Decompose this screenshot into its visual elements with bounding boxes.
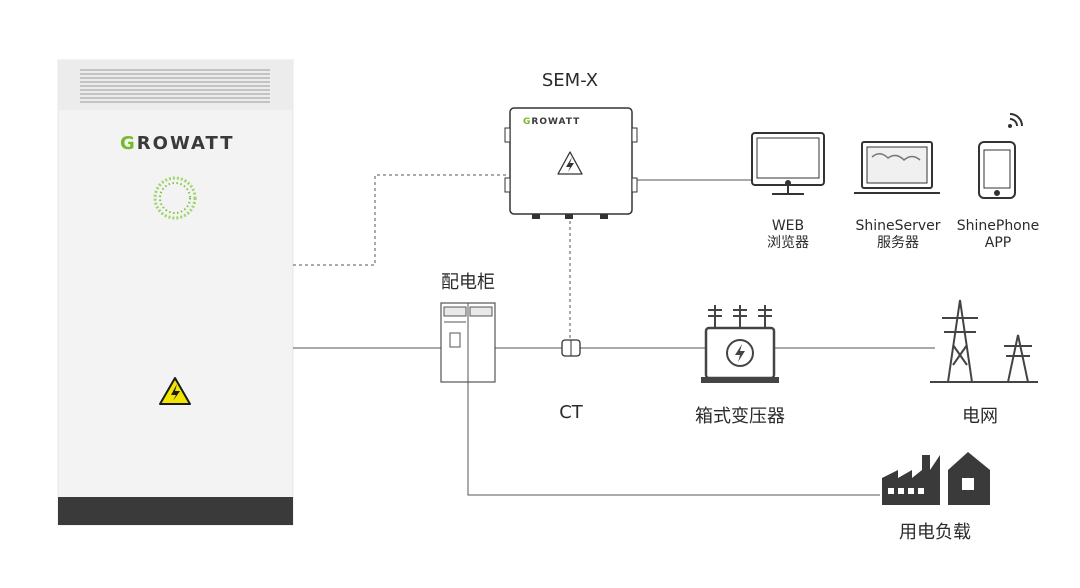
ct-label: CT — [559, 402, 583, 423]
lightning-warning-icon — [557, 151, 583, 175]
sem-x-controller — [504, 107, 638, 219]
distribution-cabinet-icon — [440, 302, 496, 383]
laptop-icon — [854, 141, 940, 194]
status-ring-icon — [153, 176, 197, 220]
transformer-label: 箱式变压器 — [695, 406, 785, 427]
monitor-icon — [751, 132, 825, 195]
phone-icon — [978, 141, 1016, 199]
transformer-icon — [701, 305, 779, 383]
factory-icon — [882, 452, 990, 505]
power-grid-icon — [930, 299, 1038, 383]
battery-cabinet — [57, 59, 294, 526]
battery-base — [58, 497, 293, 525]
vent-grille — [80, 69, 270, 103]
comm-lines — [293, 174, 571, 340]
warning-triangle-icon — [159, 377, 191, 405]
ct-sensor-icon — [561, 339, 581, 357]
controller-brand-logo: GROWATT — [523, 117, 581, 127]
battery-brand-logo: GROWATT — [120, 133, 235, 154]
wifi-icon — [1008, 113, 1023, 128]
grid-label: 电网 — [962, 406, 998, 427]
controller-title: SEM-X — [541, 70, 599, 91]
power-lines — [293, 179, 935, 496]
load-label: 用电负载 — [899, 522, 971, 543]
distribution-cabinet-label: 配电柜 — [441, 272, 495, 293]
